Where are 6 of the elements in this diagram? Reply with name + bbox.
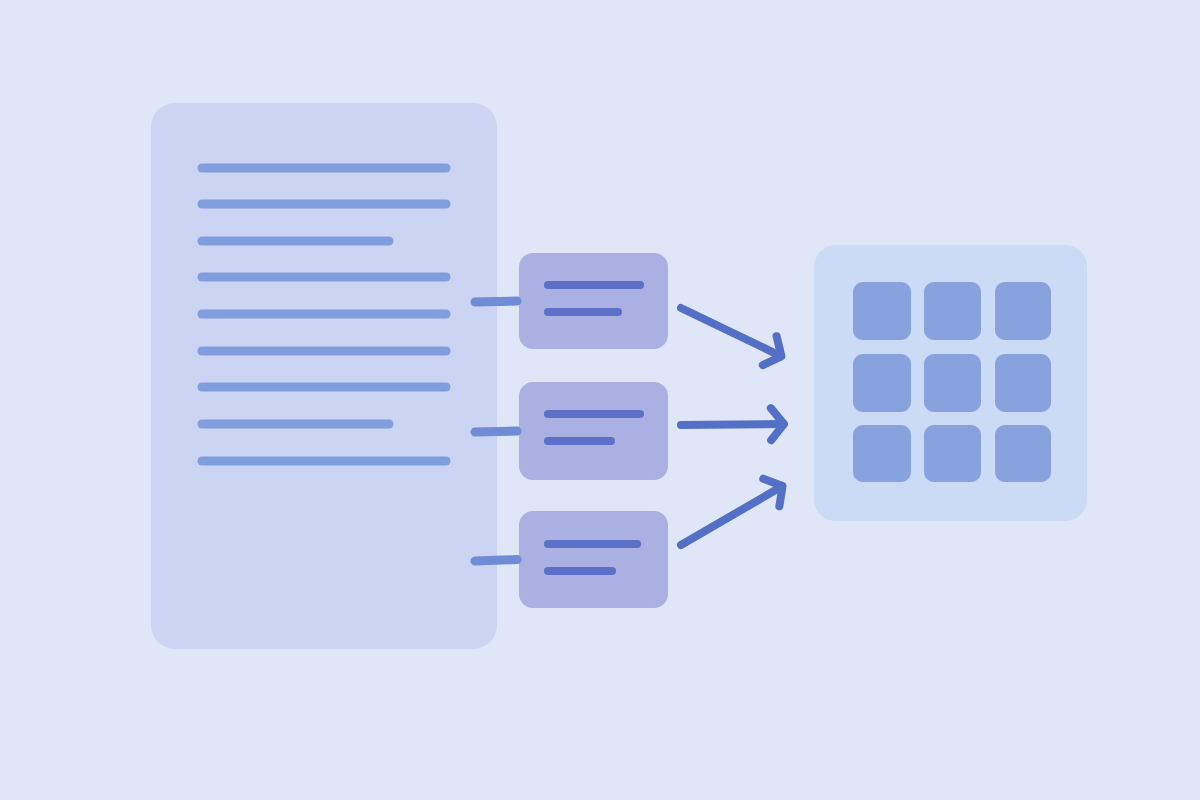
connector-line [470,555,522,566]
connector-line [470,426,522,437]
connector-line [470,296,522,307]
arrow [677,474,787,549]
arrow [677,304,786,370]
arrow [677,404,788,445]
